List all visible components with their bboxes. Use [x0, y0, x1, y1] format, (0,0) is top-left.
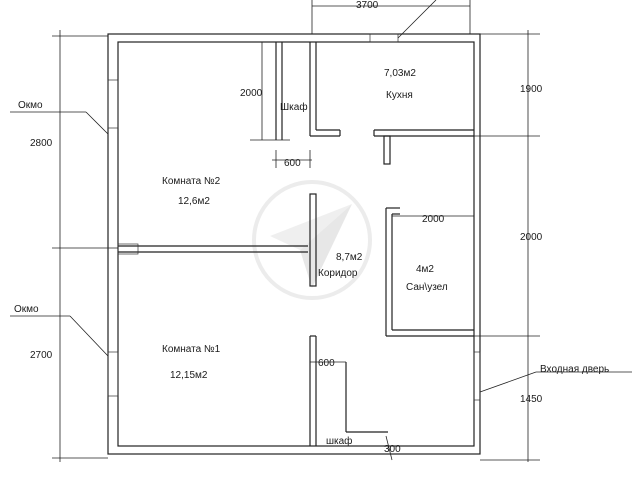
- dimension-lines: [52, 0, 540, 462]
- dim-left-upper: 2800: [30, 138, 53, 149]
- interior-walls: [107, 33, 481, 446]
- bathroom-name: Сан\узел: [406, 282, 448, 293]
- dim-closet-bottom-depth: 300: [384, 444, 401, 455]
- dim-right-1: 1900: [520, 84, 543, 95]
- room1-area: 12,15м2: [170, 370, 208, 381]
- room2-name: Комната №2: [162, 176, 221, 187]
- dim-top-width: 3700: [356, 0, 379, 11]
- closet-top-label: Шкаф: [280, 101, 308, 113]
- room2-area: 12,6м2: [178, 196, 210, 207]
- compass-arrow-icon: [252, 180, 372, 300]
- bathroom-area: 4м2: [416, 264, 434, 275]
- closet-bottom-label: шкаф: [326, 435, 352, 447]
- dim-closet-top-height: 2000: [240, 88, 263, 99]
- dim-closet-bottom-width: 600: [318, 358, 335, 369]
- corridor-name: Коридор: [318, 268, 358, 279]
- kitchen-area: 7,03м2: [384, 68, 416, 79]
- kitchen-name: Кухня: [386, 90, 413, 101]
- dim-closet-top-width: 600: [284, 158, 301, 169]
- corridor-area: 8,7м2: [336, 252, 363, 263]
- entrance-door-label: Входная дверь: [540, 364, 609, 375]
- dim-right-3: 1450: [520, 394, 543, 405]
- dim-right-2: 2000: [520, 232, 543, 243]
- window-bottom-label: Окмо: [14, 304, 39, 315]
- dim-bath-width: 2000: [422, 214, 445, 225]
- leader-lines: [10, 111, 632, 393]
- room1-name: Комната №1: [162, 344, 221, 355]
- dim-left-lower: 2700: [30, 350, 53, 361]
- window-top-label: Окмо: [18, 100, 43, 111]
